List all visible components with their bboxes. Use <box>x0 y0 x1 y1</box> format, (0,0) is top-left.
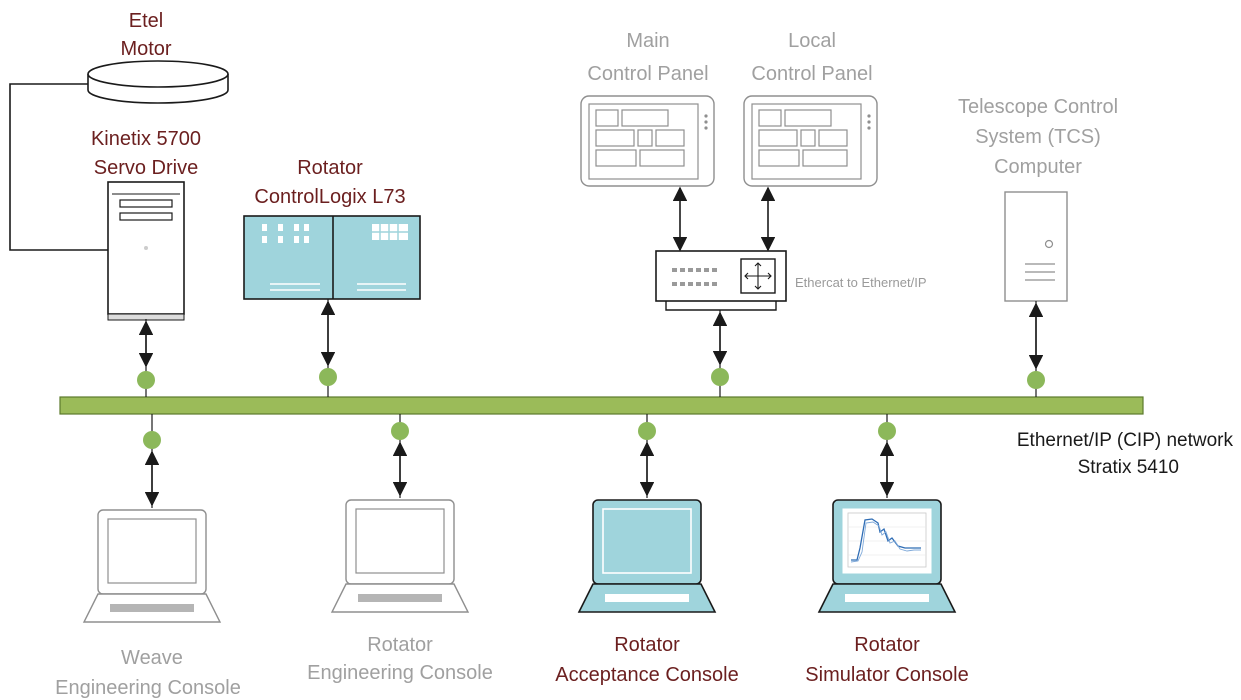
tcs-computer-device <box>1004 191 1068 302</box>
main-panel-label-line1: Main <box>626 30 669 52</box>
network-name-line2: Stratix 5410 <box>1078 457 1179 478</box>
controllogix-label-line2: ControlLogix L73 <box>254 186 405 208</box>
gateway-label: Ethercat to Ethernet/IP <box>795 275 927 290</box>
network-bus <box>59 396 1144 415</box>
lower-connectors <box>143 414 896 508</box>
motor-label-line2: Motor <box>120 38 171 60</box>
console-simulator-label-line2: Simulator Console <box>805 664 968 686</box>
main-control-panel-device <box>580 95 715 187</box>
simulator-screen-plot <box>847 512 927 568</box>
servo-drive-label-line1: Kinetix 5700 <box>91 128 201 150</box>
console-weave-label-line2: Engineering Console <box>55 677 241 699</box>
console-acceptance-label-line1: Rotator <box>614 634 680 656</box>
local-panel-label-line2: Control Panel <box>751 63 872 85</box>
console-acceptance-label-line2: Acceptance Console <box>555 664 738 686</box>
simulator-laptop <box>817 499 957 613</box>
main-panel-label-line2: Control Panel <box>587 63 708 85</box>
engineering-laptop <box>330 499 470 613</box>
controllogix-label-line1: Rotator <box>297 157 363 179</box>
upper-connectors <box>137 186 1045 397</box>
console-simulator-label-line1: Rotator <box>854 634 920 656</box>
console-engineering-label-line2: Engineering Console <box>307 662 493 684</box>
motor-device <box>87 60 229 104</box>
local-control-panel-device <box>743 95 878 187</box>
tcs-label-line2: System (TCS) <box>975 126 1101 148</box>
tcs-label-line1: Telescope Control <box>958 96 1118 118</box>
ethercat-gateway-device <box>655 250 787 311</box>
servo-drive-device <box>107 181 185 321</box>
motor-cable <box>9 83 108 251</box>
console-weave-label-line1: Weave <box>121 647 183 669</box>
motor-label-line1: Etel <box>129 10 163 32</box>
network-name-line1: Ethernet/IP (CIP) network <box>1017 430 1234 451</box>
acceptance-laptop <box>577 499 717 613</box>
tcs-label-line3: Computer <box>994 156 1082 178</box>
local-panel-label-line1: Local <box>788 30 836 52</box>
weave-laptop <box>82 509 222 623</box>
servo-drive-label-line2: Servo Drive <box>94 157 198 179</box>
console-engineering-label-line1: Rotator <box>367 634 433 656</box>
controllogix-device <box>243 215 421 300</box>
